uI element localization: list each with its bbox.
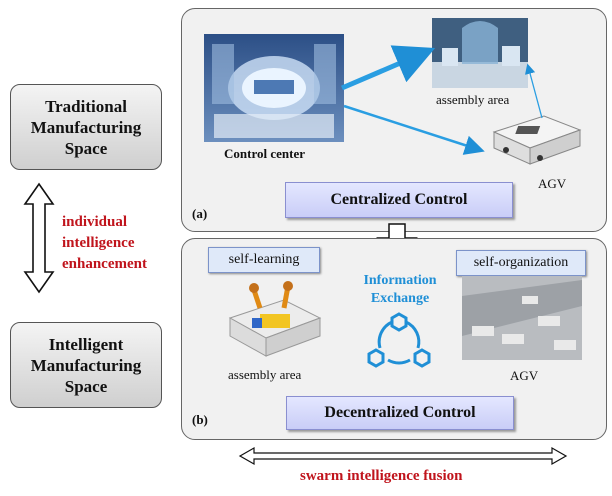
decentralized-control-button: Decentralized Control <box>286 396 514 430</box>
enhancement-line-2: intelligence <box>62 235 135 251</box>
control-center-label: Control center <box>224 146 305 161</box>
info-exchange-line-1: Information <box>363 273 437 288</box>
swarm-fusion-label: swarm intelligence fusion <box>300 468 463 484</box>
info-exchange-label: Information Exchange <box>356 272 444 308</box>
traditional-space-box: Traditional Manufacturing Space <box>10 84 162 170</box>
intelligent-line-1: Intelligent <box>48 334 124 354</box>
info-exchange-line-2: Exchange <box>370 291 430 306</box>
network-cycle-icon <box>367 312 431 368</box>
traditional-line-2: Manufacturing <box>30 117 142 137</box>
assembly-area-image-a <box>432 18 528 88</box>
assembly-area-label-b: assembly area <box>228 367 302 382</box>
enhancement-label: individual intelligence enhancement <box>62 212 147 275</box>
agv-label-b: AGV <box>510 368 539 383</box>
panel-b-tag: (b) <box>192 412 208 427</box>
horizontal-double-arrow <box>238 446 568 466</box>
control-center-image <box>204 34 344 142</box>
self-learning-tag: self-learning <box>208 247 320 273</box>
enhancement-line-1: individual <box>62 214 128 230</box>
assembly-area-image-b <box>228 281 322 357</box>
traditional-line-3: Space <box>64 138 108 158</box>
centralized-control-button: Centralized Control <box>285 182 513 218</box>
assembly-area-label-a: assembly area <box>436 92 510 107</box>
traditional-line-1: Traditional <box>45 96 127 116</box>
agv-fleet-image <box>462 276 582 360</box>
panel-a-tag: (a) <box>192 206 208 221</box>
intelligent-line-3: Space <box>64 376 108 396</box>
agv-label-a: AGV <box>538 176 567 191</box>
agv-image-a <box>492 115 582 165</box>
dispatch-arrows <box>341 45 543 155</box>
intelligent-line-2: Manufacturing <box>30 355 142 375</box>
vertical-double-arrow <box>23 182 55 294</box>
self-organization-tag: self-organization <box>456 250 586 276</box>
intelligent-space-box: Intelligent Manufacturing Space <box>10 322 162 408</box>
enhancement-line-3: enhancement <box>62 256 147 272</box>
